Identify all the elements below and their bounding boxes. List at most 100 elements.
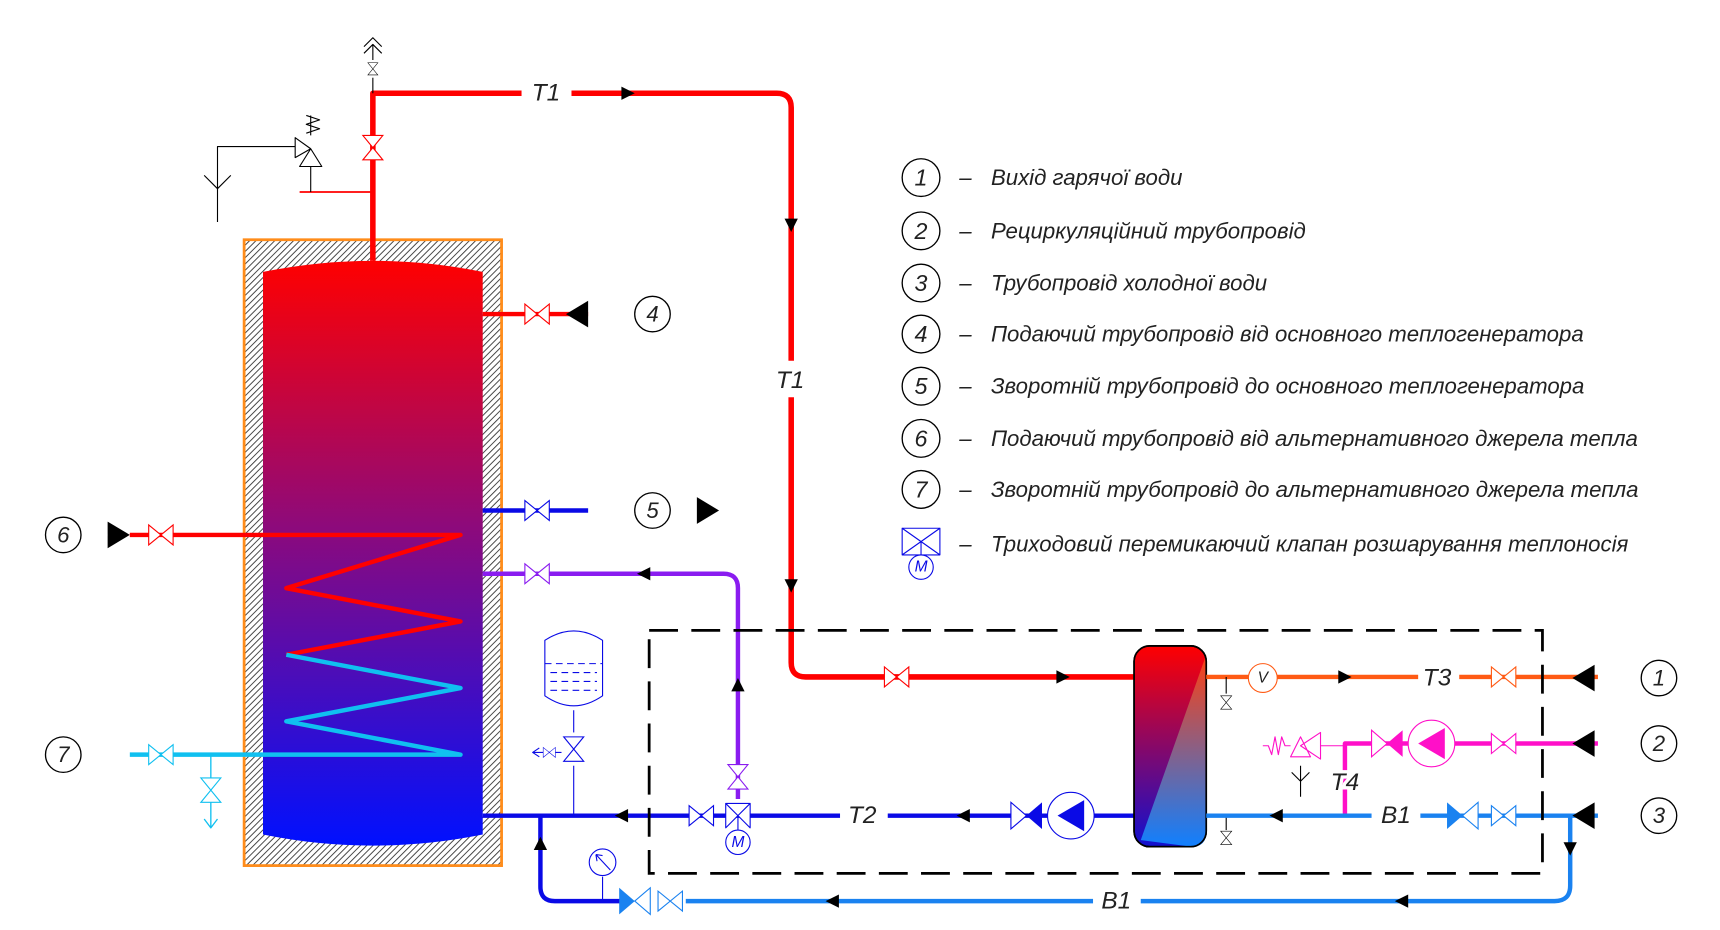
legend-text: Подаючий трубопровід від альтернативного…: [991, 426, 1638, 451]
valve-icon[interactable]: [148, 743, 174, 766]
legend-text: Трубопровід холодної води: [991, 271, 1267, 296]
valve-icon[interactable]: [562, 736, 585, 762]
drain-valve-icon[interactable]: [1220, 830, 1233, 845]
check-valve-icon: [1026, 802, 1042, 829]
valve-icon[interactable]: [1490, 732, 1517, 755]
pump-impeller-icon: [1057, 800, 1085, 832]
legend-number-circle: [901, 469, 941, 509]
storage-tank: [262, 260, 483, 846]
valve-icon[interactable]: [657, 889, 684, 913]
flow-arrow-icon: [1563, 842, 1577, 856]
heat-exchanger-secondary: [1140, 654, 1207, 847]
drain-valve-icon[interactable]: [199, 777, 222, 803]
drain-funnel-icon: [1291, 765, 1310, 797]
legend-text: Подаючий трубопровід від основного тепло…: [991, 322, 1584, 347]
valve-icon[interactable]: [524, 499, 550, 522]
connection-7-label: 7: [57, 742, 71, 767]
connection-4-label: 4: [646, 302, 658, 327]
flow-meter-label: V: [1258, 670, 1270, 687]
shutoff-valve-icon[interactable]: [688, 804, 715, 827]
legend-number-circle: [901, 314, 941, 354]
pipe-label-t3: T3: [1423, 665, 1452, 692]
flow-arrow-icon: [636, 567, 651, 581]
pipe-label-t2: T2: [848, 802, 877, 829]
heat-exchanger-outline: [1133, 645, 1208, 848]
connection-arrow-icon: [696, 497, 720, 524]
drain-funnel-icon: [203, 145, 296, 222]
check-valve-icon: [1461, 801, 1479, 831]
check-valve-icon: [1010, 801, 1028, 831]
flow-meter-icon: [1247, 663, 1278, 694]
pipe-label-t1: T1: [532, 80, 560, 107]
flow-arrow-icon: [825, 894, 839, 908]
pipe-bypass-return: [538, 815, 622, 904]
flow-arrow-icon: [1269, 809, 1283, 823]
legend-number-circle: [901, 366, 941, 406]
pipe-label-t4: T4: [1331, 769, 1359, 796]
connection-6-label: 6: [57, 522, 70, 547]
valve-icon[interactable]: [524, 562, 550, 585]
connection-1[interactable]: [1640, 659, 1678, 697]
connection-5-label: 5: [646, 498, 659, 523]
shutoff-valve-icon[interactable]: [361, 134, 385, 161]
legend-dash: –: [958, 322, 972, 347]
legend-dash: –: [958, 374, 972, 399]
check-valve-icon: [1371, 729, 1388, 759]
connection-3-label: 3: [1653, 803, 1666, 828]
legend-dash: –: [958, 477, 972, 502]
connection-arrow-icon: [1572, 802, 1595, 829]
check-valve-icon: [619, 887, 635, 915]
legend-number: 6: [915, 425, 928, 451]
safety-valve-icon: [294, 137, 323, 168]
connection-6[interactable]: [44, 516, 82, 554]
flow-arrow-icon: [1338, 670, 1352, 684]
flow-arrow-icon: [784, 218, 798, 232]
shutoff-valve-icon[interactable]: [883, 665, 910, 689]
connection-2[interactable]: [1640, 725, 1678, 762]
pump-impeller-icon: [1418, 727, 1445, 760]
legend-number-circle: [901, 158, 941, 198]
pipe-stratification: [482, 571, 741, 800]
connection-4[interactable]: [634, 295, 671, 333]
valve-icon[interactable]: [726, 764, 750, 790]
pipe-label-t1: T1: [776, 367, 804, 394]
valve-icon[interactable]: [524, 302, 550, 326]
pipe-t1: [571, 90, 794, 361]
valve-icon[interactable]: [1490, 665, 1517, 689]
pipe-t1: [370, 90, 522, 261]
legend-dash: –: [958, 426, 972, 451]
legend-text: Рециркуляційний трубопровід: [991, 218, 1306, 243]
valve-icon[interactable]: [148, 523, 174, 547]
connection-3[interactable]: [1640, 797, 1678, 835]
connection-5[interactable]: [634, 492, 671, 529]
legend-text: Триходовий перемикаючий клапан розшарува…: [991, 531, 1629, 556]
flow-arrow-icon: [1394, 894, 1409, 908]
legend-dash: –: [958, 165, 972, 190]
flow-arrow-icon: [1056, 670, 1070, 684]
heating-coil-cold: [129, 652, 463, 757]
flow-arrow-icon: [533, 836, 548, 851]
connection-arrow-icon: [107, 521, 130, 549]
pipe-t1: [788, 397, 1135, 680]
legend-number: 2: [914, 218, 928, 244]
legend-dash: –: [958, 531, 972, 556]
valve-icon[interactable]: [1490, 804, 1517, 827]
connection-arrow-icon: [1572, 664, 1595, 692]
flow-arrow-icon: [614, 809, 629, 823]
drain-valve-icon[interactable]: [1220, 695, 1233, 710]
legend-number: 7: [915, 476, 929, 502]
legend-text: Зворотній трубопровід до основного тепло…: [991, 374, 1584, 399]
connection-arrow-icon: [565, 300, 589, 328]
legend-number: 5: [915, 373, 929, 399]
legend-number-circle: [901, 418, 941, 458]
legend-dash: –: [958, 218, 972, 243]
expansion-tank-icon: [544, 630, 604, 707]
legend-number: 4: [915, 321, 928, 347]
vent-valve-icon[interactable]: [367, 62, 379, 76]
connection-1-label: 1: [1653, 666, 1665, 691]
connection-arrow-icon: [1572, 730, 1595, 757]
connection-7[interactable]: [44, 736, 82, 774]
valve-icon[interactable]: [542, 746, 556, 758]
